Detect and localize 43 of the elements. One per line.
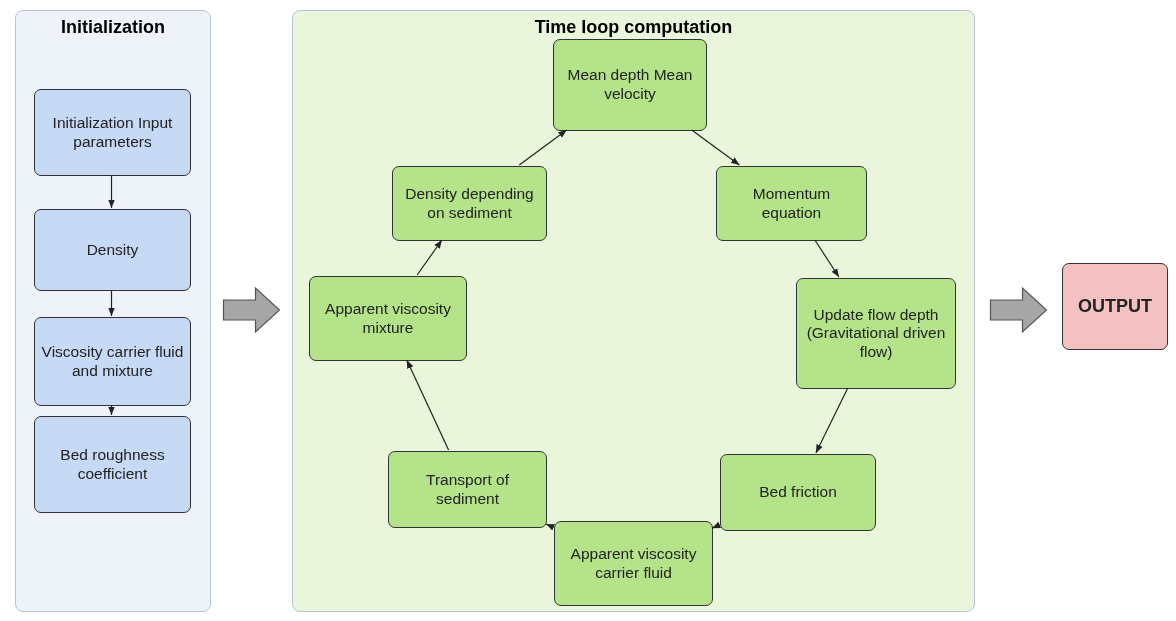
process-box (309, 276, 467, 361)
process-box (392, 166, 547, 241)
box-label: Mean depth Mean velocity (566, 66, 694, 104)
arrow (711, 521, 722, 529)
box-label: Density depending on sediment (404, 184, 535, 223)
arrow (416, 239, 443, 276)
box-label: Apparent viscosity carrier fluid (569, 544, 698, 583)
process-box (554, 521, 713, 606)
group-panel (292, 10, 975, 612)
panel-title: Time loop computation (534, 17, 733, 38)
box-label: Momentum equation (751, 184, 832, 223)
box-label: Bed roughness coefficient (59, 445, 166, 484)
box-label: Transport of sediment (425, 470, 510, 509)
box-label: Apparent viscosity mixture (324, 299, 452, 338)
panel-title: Initialization (61, 17, 165, 38)
box-label: Viscosity carrier fluid and mixture (40, 342, 185, 381)
process-box (553, 39, 707, 131)
arrow (545, 523, 556, 531)
box-label: Density (86, 240, 139, 260)
arrow (518, 129, 568, 166)
group-panel (15, 10, 211, 612)
block-arrow (222, 286, 281, 334)
box-label: Bed friction (759, 483, 837, 502)
process-box (34, 317, 191, 406)
arrow (108, 174, 115, 209)
process-box (796, 278, 956, 389)
process-box (34, 89, 191, 176)
box-label: Update flow depth (Gravitational driven flow) (805, 305, 947, 362)
box-label: OUTPUT (1078, 295, 1152, 318)
output-box (1062, 263, 1168, 350)
arrow (108, 404, 115, 416)
process-box (716, 166, 867, 241)
arrow (691, 129, 740, 166)
process-box (34, 209, 191, 291)
arrow (815, 387, 849, 454)
process-box (388, 451, 547, 528)
arrow (406, 359, 450, 451)
process-box (720, 454, 876, 531)
box-label: Initialization Input parameters (51, 113, 174, 152)
arrow (814, 239, 840, 278)
process-box (34, 416, 191, 513)
block-arrow (989, 286, 1048, 334)
arrow (108, 289, 115, 317)
